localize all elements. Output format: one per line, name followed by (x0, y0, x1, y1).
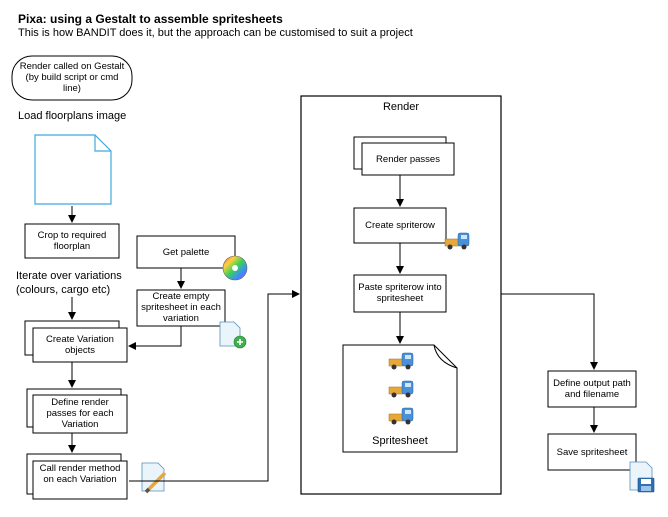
truck-icon (388, 352, 414, 370)
save-spritesheet-label: Save spritesheet (556, 447, 628, 458)
spritesheet-label: Spritesheet (372, 435, 428, 447)
iterate-label: Iterate over variations (colours, cargo … (16, 270, 122, 296)
call-render-label: Call render method on each Variation (39, 463, 121, 485)
define-output-node (547, 370, 637, 408)
save-spritesheet-node (547, 433, 637, 471)
render-passes-label: Render passes (376, 154, 440, 165)
get-palette-label: Get palette (162, 247, 210, 258)
define-passes-node (32, 394, 128, 434)
crop-node (24, 223, 120, 259)
spritesheet-document (342, 344, 458, 453)
create-spriterow-label: Create spriterow (365, 220, 435, 231)
create-empty-node (136, 289, 226, 327)
paste-spriterow-label: Paste spriterow into spritesheet (358, 282, 442, 304)
edit-document-icon (141, 462, 167, 494)
define-passes-label: Define render passes for each Variation (46, 397, 114, 430)
palette-icon (222, 255, 248, 281)
start-node (11, 55, 133, 101)
crop-node-label: Crop to required floorplan (37, 230, 107, 252)
new-document-icon (219, 321, 247, 349)
truck-icon (388, 407, 414, 425)
define-output-label: Define output path and filename (553, 378, 631, 400)
start-node-label: Render called on Gestalt (by build scrip… (19, 61, 125, 94)
load-floorplans-label: Load floorplans image (18, 110, 127, 122)
get-palette-node (136, 235, 236, 269)
save-document-icon (629, 461, 655, 493)
page-title: Pixa: using a Gestalt to assemble sprite… (18, 12, 283, 26)
render-passes-node (361, 142, 455, 176)
truck-icon (444, 232, 470, 250)
connectors (68, 175, 598, 482)
create-variation-label: Create Variation objects (46, 334, 114, 356)
page-subtitle: This is how BANDIT does it, but the appr… (18, 27, 413, 39)
paste-spriterow-node (353, 274, 447, 313)
render-container-label: Render (382, 101, 420, 113)
floorplans-document-icon (34, 134, 112, 205)
call-render-node (32, 460, 128, 500)
truck-icon (388, 380, 414, 398)
create-empty-label: Create empty spritesheet in each variati… (141, 291, 221, 324)
create-spriterow-node (353, 207, 447, 244)
create-variation-node (32, 327, 128, 363)
